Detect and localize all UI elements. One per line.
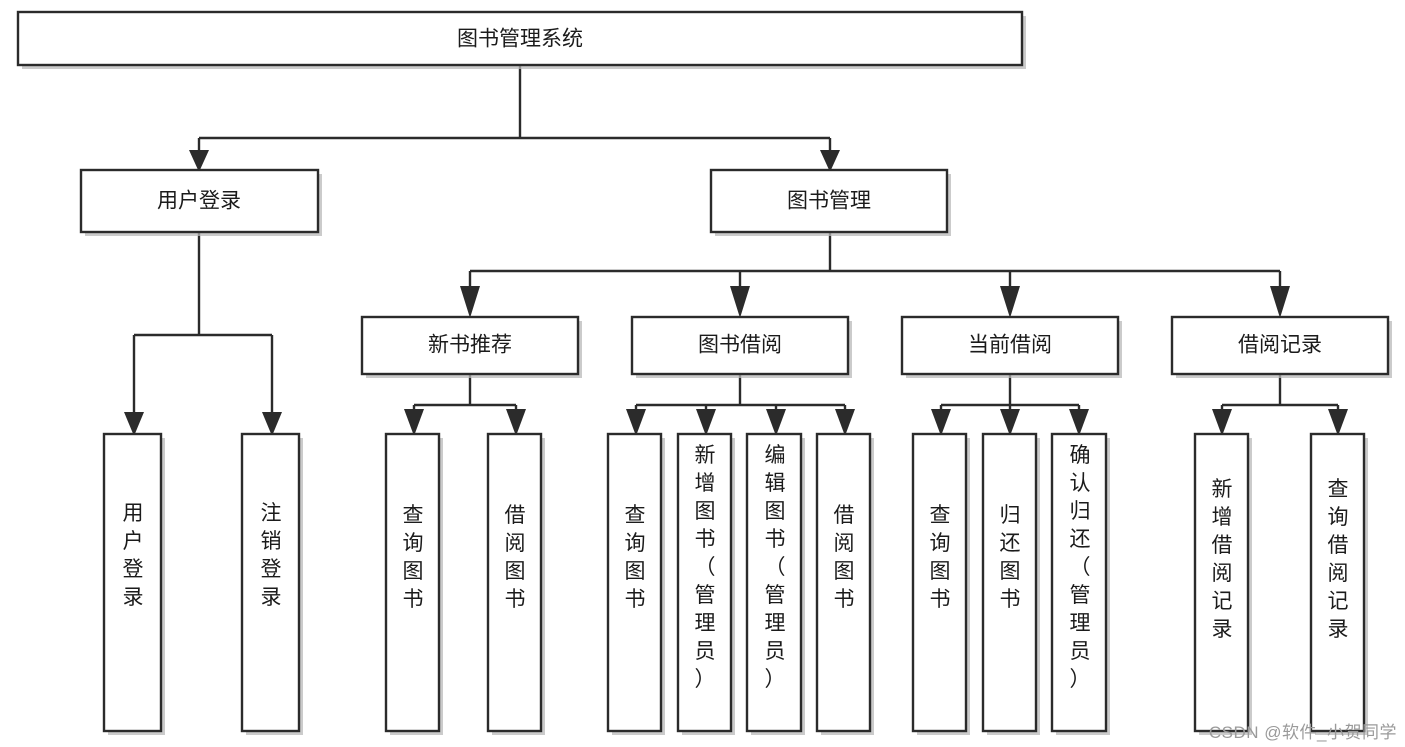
- node-leaf-confirm-return-box[interactable]: [1050, 432, 1108, 733]
- arrow-head-leaf-user-login: [124, 412, 144, 436]
- node-leaf-add-record-label: 新增借阅记录: [1212, 478, 1233, 641]
- arrow-head-leaf-add-book: [696, 409, 716, 436]
- node-book-manage[interactable]: 图书管理: [709, 168, 951, 236]
- arrow-head-leaf-query-book-3: [931, 409, 951, 436]
- node-book-borrow-box[interactable]: [630, 315, 850, 376]
- node-leaf-borrow-book-1-box[interactable]: [486, 432, 543, 733]
- arrow-head-borrow-record: [1270, 286, 1290, 318]
- node-leaf-edit-book-label: 编辑图书（管理员）: [765, 444, 786, 691]
- node-borrow-record[interactable]: 借阅记录: [1170, 315, 1392, 378]
- node-user-login-box[interactable]: [79, 168, 320, 234]
- node-leaf-borrow-book-2-label: 借阅图书: [834, 504, 855, 611]
- node-borrow-record-box[interactable]: [1170, 315, 1390, 376]
- node-user-login-label: 用户登录: [157, 190, 241, 213]
- node-leaf-borrow-book-2[interactable]: 借阅图书: [815, 432, 874, 735]
- node-new-book-recommend[interactable]: 新书推荐: [360, 315, 582, 378]
- node-leaf-user-login-label: 用户登录: [123, 502, 144, 609]
- node-leaf-logout-label: 注销登录: [261, 502, 282, 609]
- node-leaf-edit-book[interactable]: 编辑图书（管理员）: [745, 432, 805, 735]
- node-leaf-query-book-2[interactable]: 查询图书: [606, 432, 665, 735]
- node-leaf-query-record[interactable]: 查询借阅记录: [1309, 432, 1368, 735]
- node-root-label: 图书管理系统: [457, 28, 583, 51]
- connector-layer: [124, 65, 1348, 436]
- node-leaf-query-book-1[interactable]: 查询图书: [384, 432, 443, 735]
- arrow-head-user-login: [189, 150, 209, 172]
- arrow-head-leaf-return-book: [1000, 409, 1020, 436]
- node-leaf-user-login[interactable]: 用户登录: [102, 432, 165, 735]
- arrow-head-leaf-add-record: [1212, 409, 1232, 436]
- arrow-head-new-book-recommend: [460, 286, 480, 318]
- node-leaf-add-record[interactable]: 新增借阅记录: [1193, 432, 1252, 735]
- arrow-head-current-borrow: [1000, 286, 1020, 318]
- node-root[interactable]: 图书管理系统: [16, 10, 1026, 69]
- node-leaf-query-book-3-box[interactable]: [911, 432, 968, 733]
- node-book-manage-box[interactable]: [709, 168, 949, 234]
- node-current-borrow[interactable]: 当前借阅: [900, 315, 1122, 378]
- arrow-head-leaf-query-book-2: [626, 409, 646, 436]
- arrow-head-leaf-logout: [262, 412, 282, 436]
- node-leaf-query-record-label: 查询借阅记录: [1328, 478, 1349, 641]
- node-leaf-add-book[interactable]: 新增图书（管理员）: [676, 432, 735, 735]
- node-leaf-logout[interactable]: 注销登录: [240, 432, 303, 735]
- node-book-borrow[interactable]: 图书借阅: [630, 315, 852, 378]
- arrow-head-leaf-borrow-book-2: [835, 409, 855, 436]
- node-book-manage-label: 图书管理: [787, 190, 871, 213]
- arrow-head-leaf-confirm-return: [1069, 409, 1089, 436]
- node-leaf-query-book-3-label: 查询图书: [930, 504, 951, 611]
- arrow-head-leaf-query-record: [1328, 409, 1348, 436]
- node-leaf-borrow-book-1[interactable]: 借阅图书: [486, 432, 545, 735]
- node-leaf-return-book-label: 归还图书: [1000, 504, 1021, 611]
- node-leaf-query-book-1-label: 查询图书: [403, 504, 424, 611]
- node-leaf-confirm-return[interactable]: 确认归还（管理员）: [1050, 432, 1110, 735]
- node-new-book-recommend-box[interactable]: [360, 315, 580, 376]
- node-leaf-query-record-box[interactable]: [1309, 432, 1366, 733]
- arrow-head-leaf-borrow-book-1: [506, 409, 526, 436]
- node-leaf-add-book-box[interactable]: [676, 432, 733, 733]
- node-new-book-recommend-label: 新书推荐: [428, 334, 512, 357]
- arrow-head-book-manage: [820, 150, 840, 172]
- node-leaf-edit-book-box[interactable]: [745, 432, 803, 733]
- node-leaf-return-book[interactable]: 归还图书: [981, 432, 1040, 735]
- arrow-head-leaf-edit-book: [766, 409, 786, 436]
- node-root-box[interactable]: [16, 10, 1024, 67]
- arrow-head-leaf-query-book-1: [404, 409, 424, 436]
- node-leaf-add-book-label: 新增图书（管理员）: [695, 444, 716, 691]
- node-book-borrow-label: 图书借阅: [698, 334, 782, 357]
- arrow-head-book-borrow: [730, 286, 750, 318]
- node-current-borrow-box[interactable]: [900, 315, 1120, 376]
- node-leaf-add-record-box[interactable]: [1193, 432, 1250, 733]
- csdn-watermark: CSDN @软件_小贺同学: [1208, 723, 1397, 742]
- node-leaf-borrow-book-1-label: 借阅图书: [505, 504, 526, 611]
- node-user-login[interactable]: 用户登录: [79, 168, 322, 236]
- node-current-borrow-label: 当前借阅: [968, 334, 1052, 357]
- node-leaf-confirm-return-label: 确认归还（管理员）: [1070, 444, 1091, 691]
- node-leaf-query-book-2-label: 查询图书: [625, 504, 646, 611]
- node-leaf-borrow-book-2-box[interactable]: [815, 432, 872, 733]
- node-leaf-query-book-3[interactable]: 查询图书: [911, 432, 970, 735]
- node-leaf-query-book-1-box[interactable]: [384, 432, 441, 733]
- node-borrow-record-label: 借阅记录: [1238, 334, 1322, 357]
- node-leaf-query-book-2-box[interactable]: [606, 432, 663, 733]
- node-leaf-logout-box[interactable]: [240, 432, 301, 733]
- node-leaf-user-login-box[interactable]: [102, 432, 163, 733]
- node-leaf-return-book-box[interactable]: [981, 432, 1038, 733]
